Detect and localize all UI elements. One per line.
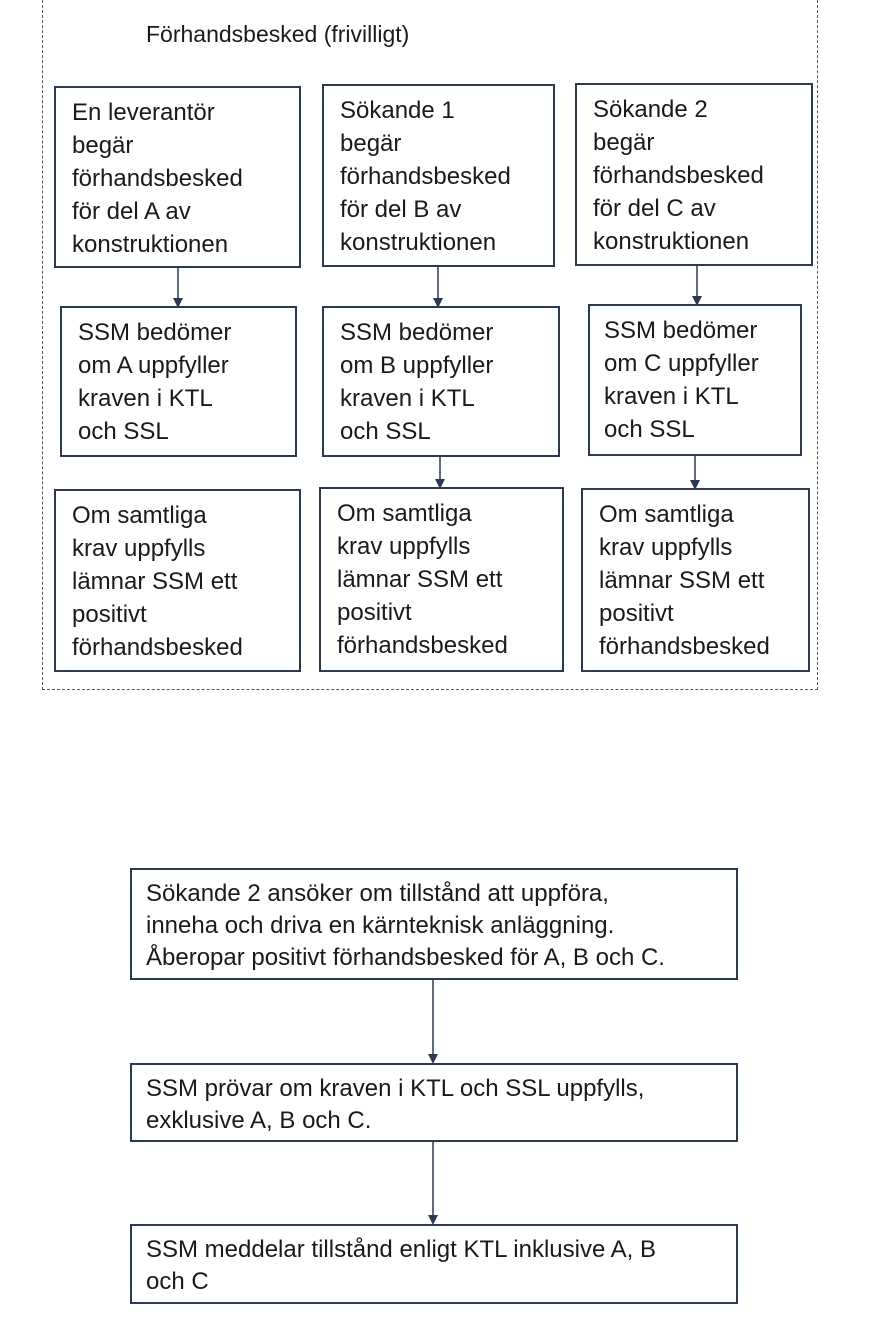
request-box-c: Sökande 2 begär förhandsbesked för del C… <box>575 83 813 266</box>
result-box-b: Om samtliga krav uppfylls lämnar SSM ett… <box>319 487 564 672</box>
assess-box-a: SSM bedömer om A uppfyller kraven i KTL … <box>60 306 297 457</box>
assess-box-c: SSM bedömer om C uppfyller kraven i KTL … <box>588 304 802 456</box>
application-box: Sökande 2 ansöker om tillstånd att uppfö… <box>130 868 738 980</box>
advance-ruling-group <box>42 0 818 690</box>
grant-box: SSM meddelar tillstånd enligt KTL inklus… <box>130 1224 738 1304</box>
request-box-a: En leverantör begär förhandsbesked för d… <box>54 86 301 268</box>
result-box-c: Om samtliga krav uppfylls lämnar SSM ett… <box>581 488 810 672</box>
result-box-a: Om samtliga krav uppfylls lämnar SSM ett… <box>54 489 301 672</box>
review-box: SSM prövar om kraven i KTL och SSL uppfy… <box>130 1063 738 1142</box>
assess-box-b: SSM bedömer om B uppfyller kraven i KTL … <box>322 306 560 457</box>
request-box-b: Sökande 1 begär förhandsbesked för del B… <box>322 84 555 267</box>
group-title: Förhandsbesked (frivilligt) <box>146 21 410 47</box>
